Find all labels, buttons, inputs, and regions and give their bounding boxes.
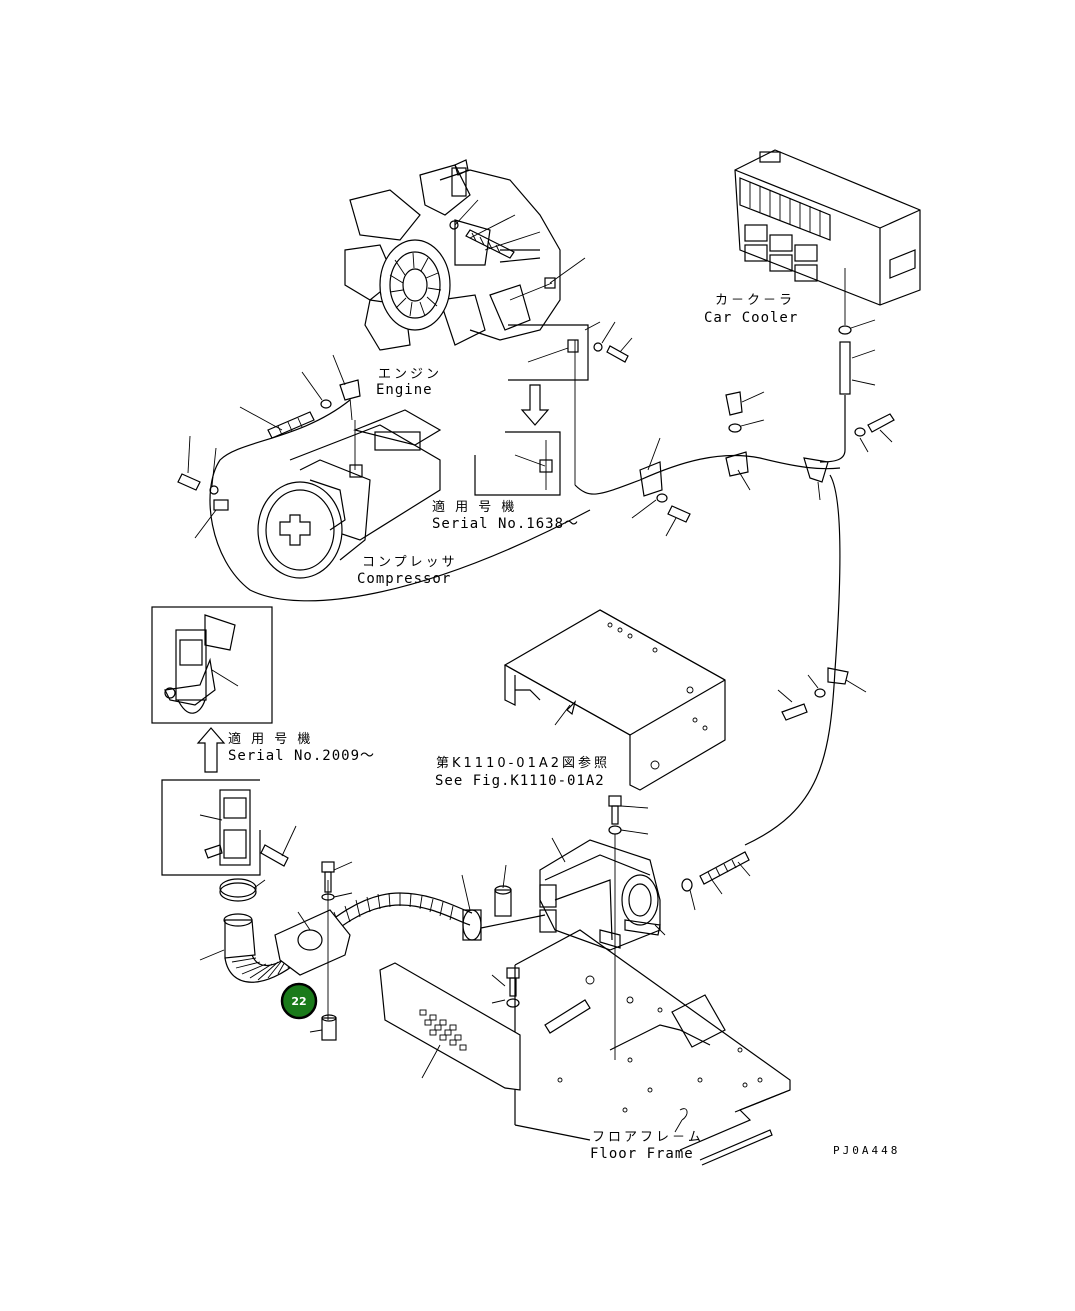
engine-bolts (449, 220, 556, 289)
floor-bolts (491, 967, 520, 1008)
up-arrow (196, 727, 226, 773)
refrigerant-hose-c (819, 395, 846, 463)
compressor-assembly (257, 409, 442, 579)
engine-bracket-inset (474, 321, 633, 496)
drawing-code: PJ0A448 (833, 1144, 900, 1157)
serial-1638-label-en: Serial No.1638～ (432, 516, 579, 532)
compressor-label-en: Compressor (357, 571, 451, 587)
serial-2009-label-jp: 適 用 号 機 (228, 731, 313, 747)
engine-label-en: Engine (376, 382, 433, 398)
callout-22-circle[interactable] (280, 982, 318, 1020)
car-cooler-label-jp: カ－ク－ラ (715, 293, 795, 308)
blower-bolts (608, 795, 649, 1060)
engine-assembly (344, 159, 561, 351)
blower-unit (539, 837, 666, 951)
engine-label-jp: エンジン (378, 367, 442, 382)
see-fig-label-jp: 第K1110-01A2図参照 (436, 755, 610, 771)
car-cooler-label-en: Car Cooler (704, 310, 798, 326)
car-cooler-unit (734, 149, 921, 325)
panel-side-bolts (777, 667, 867, 721)
refrigerant-hose-b (574, 454, 841, 495)
refrigerant-hose-a (209, 399, 591, 602)
floor-frame-label-en: Floor Frame (590, 1146, 694, 1162)
refrigerant-hose-d (744, 474, 841, 846)
duct-assembly (199, 861, 546, 1041)
inset-2009-upper (151, 606, 273, 724)
inset-2009-lower (161, 779, 297, 876)
hose-clamps (631, 391, 829, 537)
cooler-fittings (838, 319, 895, 453)
floor-grille-panel (379, 962, 521, 1091)
callout-22-number[interactable]: 22 (291, 995, 306, 1008)
blower-hose-fitting (681, 851, 751, 911)
see-fig-label-en: See Fig.K1110-01A2 (435, 773, 605, 789)
serial-1638-label-jp: 適 用 号 機 (432, 499, 517, 515)
callout-22[interactable]: 22 (280, 982, 318, 1020)
serial-2009-label-en: Serial No.2009～ (228, 748, 375, 764)
cover-panel (503, 609, 726, 791)
compressor-label-jp: コンプレッサ (362, 555, 458, 570)
floor-frame-label-jp: フロアフレ－ム (592, 1130, 704, 1145)
